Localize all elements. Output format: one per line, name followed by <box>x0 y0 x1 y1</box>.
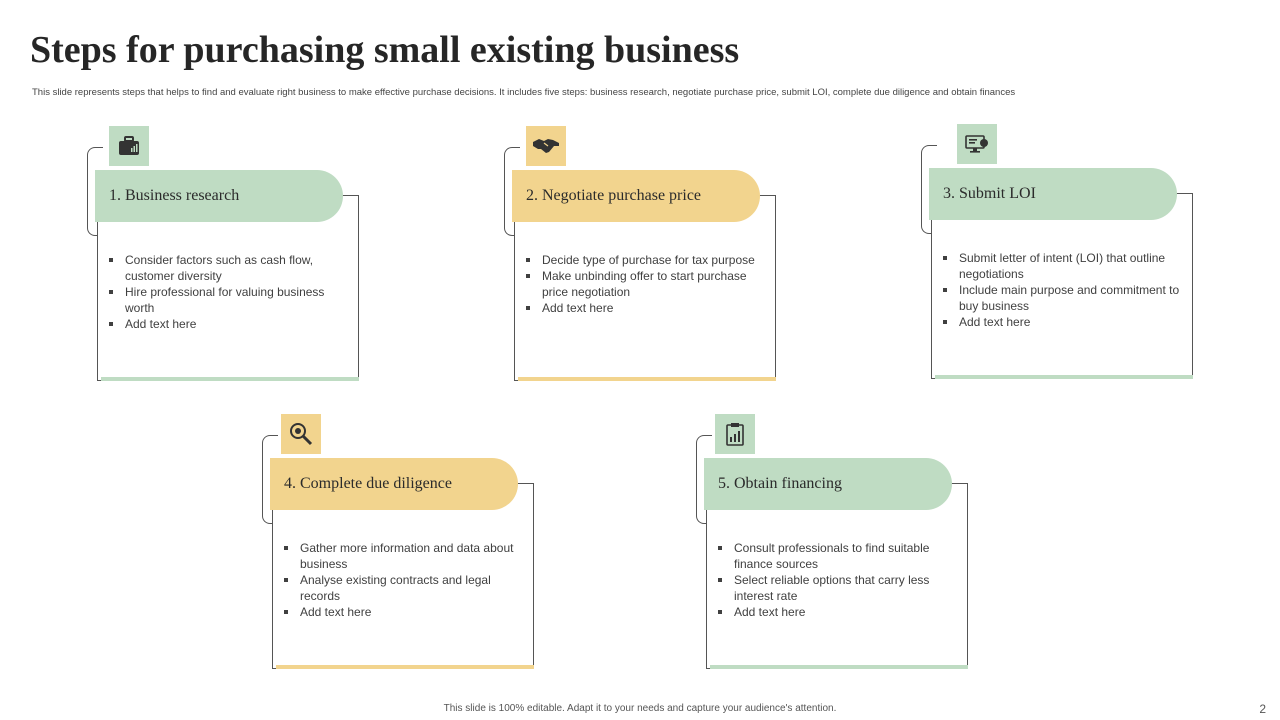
step-content-box <box>272 483 534 669</box>
step-title-pill: 3. Submit LOI <box>929 168 1177 220</box>
step-card-2: 2. Negotiate purchase price Decide type … <box>504 126 784 386</box>
magnifier-gear-icon <box>281 414 321 454</box>
connector-line <box>504 147 520 236</box>
list-item: Make unbinding offer to start purchase p… <box>524 268 764 300</box>
step-bullet-list: Consider factors such as cash flow, cust… <box>107 252 347 332</box>
list-item: Gather more information and data about b… <box>282 540 522 572</box>
step-card-5: 5. Obtain financing Consult professional… <box>696 414 976 674</box>
step-bullet-list: Consult professionals to find suitable f… <box>716 540 956 620</box>
step-content-box <box>931 193 1193 379</box>
page-number: 2 <box>1259 702 1266 716</box>
list-item: Hire professional for valuing business w… <box>107 284 347 316</box>
list-item: Add text here <box>282 604 522 620</box>
list-item: Select reliable options that carry less … <box>716 572 956 604</box>
list-item: Submit letter of intent (LOI) that outli… <box>941 250 1181 282</box>
briefcase-icon <box>109 126 149 166</box>
step-accent-bar <box>518 377 776 381</box>
step-content-box <box>514 195 776 381</box>
monitor-icon <box>957 124 997 164</box>
list-item: Add text here <box>107 316 347 332</box>
page-title: Steps for purchasing small existing busi… <box>30 29 740 71</box>
list-item: Add text here <box>716 604 956 620</box>
step-title-pill: 1. Business research <box>95 170 343 222</box>
step-bullet-list: Decide type of purchase for tax purpose … <box>524 252 764 316</box>
step-accent-bar <box>101 377 359 381</box>
list-item: Add text here <box>941 314 1181 330</box>
connector-line <box>262 435 278 524</box>
connector-line <box>921 145 937 234</box>
handshake-icon <box>526 126 566 166</box>
list-item: Consider factors such as cash flow, cust… <box>107 252 347 284</box>
step-title-pill: 4. Complete due diligence <box>270 458 518 510</box>
step-bullet-list: Submit letter of intent (LOI) that outli… <box>941 250 1181 330</box>
step-card-4: 4. Complete due diligence Gather more in… <box>262 414 542 674</box>
step-accent-bar <box>710 665 968 669</box>
connector-line <box>87 147 103 236</box>
list-item: Consult professionals to find suitable f… <box>716 540 956 572</box>
step-accent-bar <box>935 375 1193 379</box>
step-content-box <box>706 483 968 669</box>
list-item: Decide type of purchase for tax purpose <box>524 252 764 268</box>
page-subtitle: This slide represents steps that helps t… <box>32 87 1016 98</box>
step-bullet-list: Gather more information and data about b… <box>282 540 522 620</box>
step-card-3: 3. Submit LOI Submit letter of intent (L… <box>921 124 1201 384</box>
step-content-box <box>97 195 359 381</box>
list-item: Include main purpose and commitment to b… <box>941 282 1181 314</box>
step-card-1: 1. Business research Consider factors su… <box>87 126 367 386</box>
connector-line <box>696 435 712 524</box>
list-item: Add text here <box>524 300 764 316</box>
step-title-pill: 5. Obtain financing <box>704 458 952 510</box>
list-item: Analyse existing contracts and legal rec… <box>282 572 522 604</box>
footer-note: This slide is 100% editable. Adapt it to… <box>443 703 837 714</box>
step-accent-bar <box>276 665 534 669</box>
step-title-pill: 2. Negotiate purchase price <box>512 170 760 222</box>
clipboard-chart-icon <box>715 414 755 454</box>
